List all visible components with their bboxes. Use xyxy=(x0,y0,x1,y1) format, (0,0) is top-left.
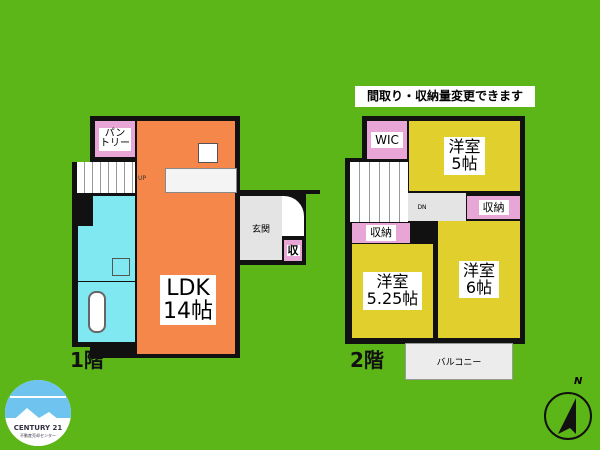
toilet xyxy=(93,196,135,226)
stairs-2f xyxy=(350,162,408,222)
north-label: N xyxy=(574,376,583,387)
floor-1-label: 1階 xyxy=(70,348,104,372)
north-arrow-icon xyxy=(558,398,576,434)
washroom xyxy=(78,226,135,281)
pantry: パン トリー xyxy=(95,121,135,157)
wic: WIC xyxy=(367,121,407,159)
century21-logo: CENTURY 21 不動産売却センター xyxy=(5,380,71,446)
storage-1f: 収 xyxy=(284,240,302,261)
layout-change-banner: 間取り・収納量変更できます xyxy=(355,86,535,107)
houses-icon xyxy=(9,396,67,446)
genkan: 玄関 xyxy=(240,196,282,260)
storage-2f-right: 収納 xyxy=(467,196,520,219)
floor-2-label: 2階 xyxy=(350,348,384,372)
bathroom xyxy=(78,282,135,342)
stairs-up-label: UP xyxy=(138,175,147,182)
storage-2f-left: 収納 xyxy=(352,223,410,243)
balcony: バルコニー xyxy=(405,343,513,380)
hallway-2f: DN xyxy=(408,193,466,221)
kitchen-counter xyxy=(165,168,237,193)
north-compass xyxy=(544,392,592,440)
stairs-1f xyxy=(77,162,135,193)
